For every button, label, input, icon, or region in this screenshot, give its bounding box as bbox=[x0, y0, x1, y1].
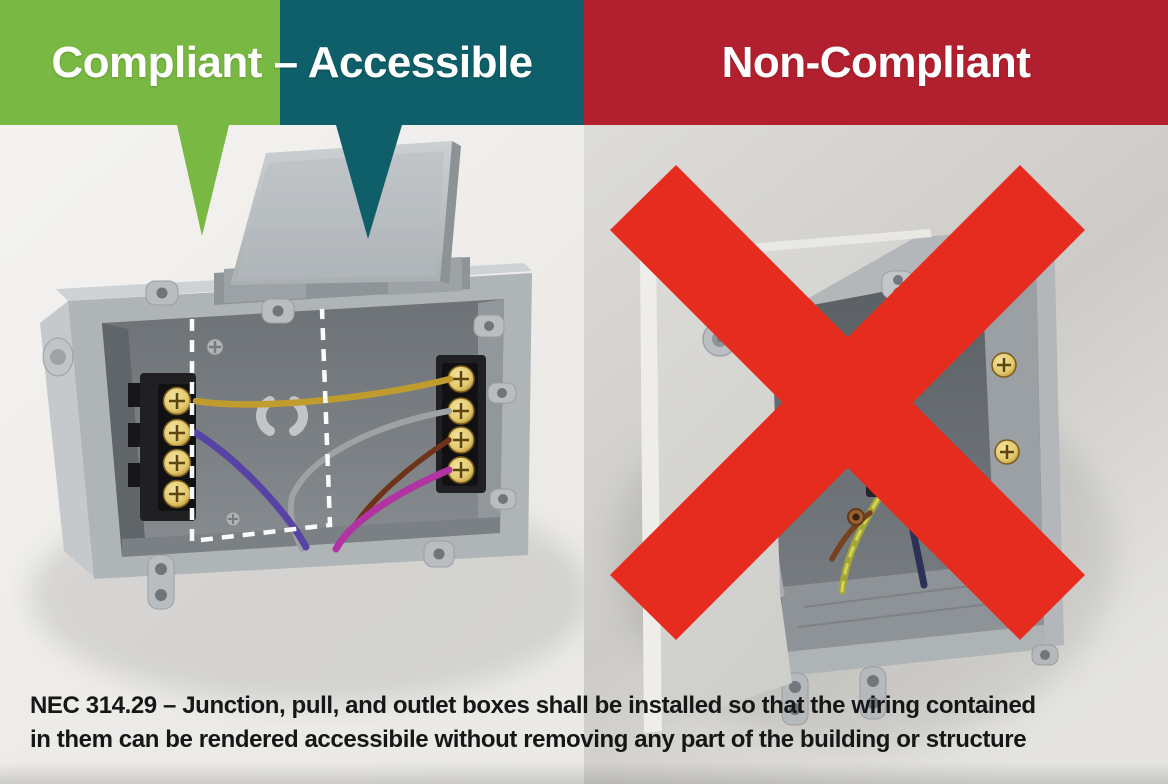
noncompliant-header-label: Non-Compliant bbox=[721, 37, 1031, 87]
earth-wire-stripe bbox=[840, 485, 888, 593]
open-lid bbox=[230, 141, 461, 285]
compliant-header: Compliant – Accessible bbox=[0, 0, 584, 125]
terminal-screws bbox=[158, 384, 196, 511]
red-x-icon bbox=[610, 165, 1085, 640]
right-terminal-block bbox=[436, 355, 486, 493]
purple-wire bbox=[192, 429, 310, 551]
red-header-band bbox=[584, 0, 1168, 125]
nec-caption: NEC 314.29 – Junction, pull, and outlet … bbox=[30, 689, 1160, 757]
magenta-wire bbox=[332, 466, 453, 553]
teal-callout-arrow bbox=[336, 125, 402, 239]
teal-header-band bbox=[280, 0, 584, 125]
yellow-wire bbox=[192, 375, 454, 408]
caption-line-2: in them can be rendered accessibile with… bbox=[30, 726, 1027, 753]
green-callout-arrow bbox=[177, 125, 229, 236]
header-row: Compliant – Accessible Non-Compliant bbox=[0, 0, 1168, 125]
green-header-band bbox=[0, 0, 280, 125]
compliant-header-label: Compliant – Accessible bbox=[51, 37, 533, 87]
brown-wire bbox=[829, 510, 873, 562]
noncompliant-header: Non-Compliant bbox=[584, 0, 1168, 125]
noncompliant-photo bbox=[584, 125, 1168, 784]
caption-line-1: NEC 314.29 – Junction, pull, and outlet … bbox=[30, 692, 1036, 719]
terminal-screws bbox=[442, 363, 478, 486]
left-terminal-block bbox=[128, 373, 196, 521]
junction-box-open bbox=[40, 141, 532, 610]
compliant-photo bbox=[0, 125, 584, 784]
back-wall-screws bbox=[206, 338, 241, 527]
mounting-tabs bbox=[42, 280, 517, 610]
mounting-tabs bbox=[781, 644, 1059, 726]
dashed-accessible-zone bbox=[189, 308, 333, 544]
photo-row bbox=[0, 125, 1168, 784]
